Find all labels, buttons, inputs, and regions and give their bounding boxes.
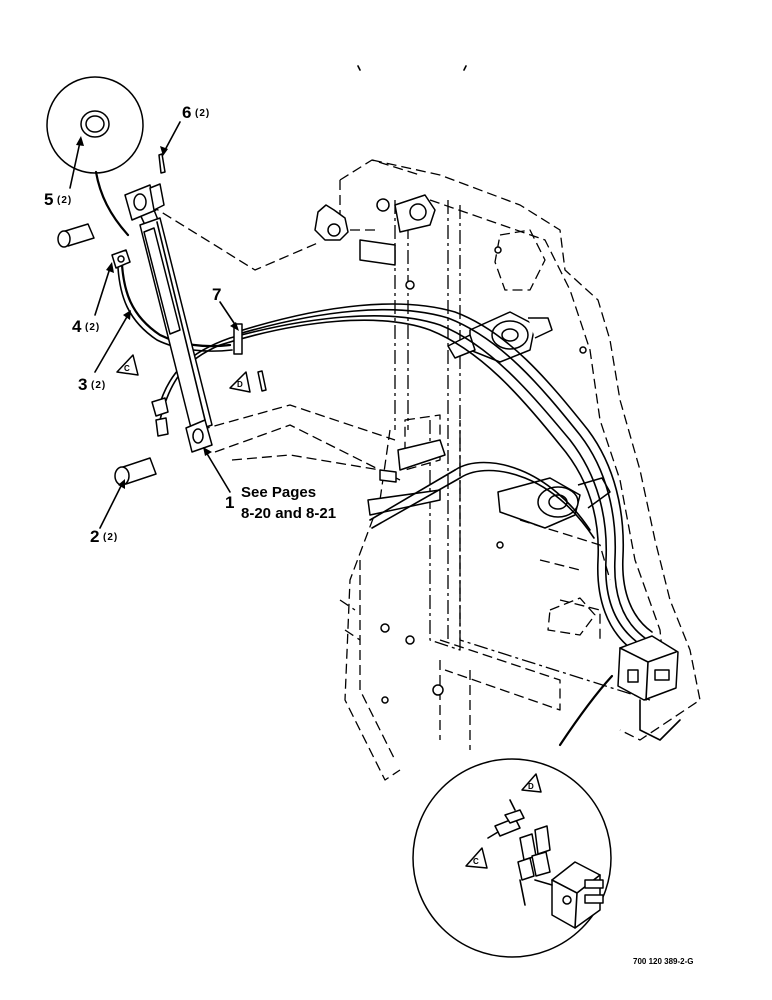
connection-tag-d-inset: D xyxy=(521,773,542,793)
callout-7: 7 xyxy=(212,285,221,304)
callout-6-qty: (2) xyxy=(195,108,210,119)
callout-1: 1 See Pages 8-20 and 8-21 xyxy=(225,484,336,522)
figure-code: 700 120 389-2-G xyxy=(633,957,694,966)
cotter-pin-lower xyxy=(257,370,267,392)
hydraulic-cylinder xyxy=(111,183,213,453)
callout-4: 4 (2) xyxy=(72,317,100,336)
clevis-pin-upper xyxy=(57,223,95,248)
machine-frame xyxy=(149,159,701,781)
callout-2: 2 (2) xyxy=(90,527,118,546)
callout-5-number: 5 xyxy=(44,190,53,209)
callout-5-qty: (2) xyxy=(57,195,72,206)
connection-tag-c-main: C xyxy=(116,354,139,376)
callout-1-note-line2: 8-20 and 8-21 xyxy=(241,505,336,522)
callout-6-number: 6 xyxy=(182,103,191,122)
connection-tag-c-inset: C xyxy=(465,847,488,869)
callout-2-qty: (2) xyxy=(103,532,118,543)
callout-3-qty: (2) xyxy=(91,380,106,391)
tag-c-inset-text: C xyxy=(473,857,479,866)
cotter-pin xyxy=(158,153,166,174)
callout-1-note-line1: See Pages xyxy=(241,484,316,501)
washer-detail-inset xyxy=(46,76,144,237)
callout-7-number: 7 xyxy=(212,285,221,304)
tag-d-text: D xyxy=(237,380,243,389)
callout-leaders xyxy=(69,121,239,529)
callout-2-number: 2 xyxy=(90,527,99,546)
tag-c-text: C xyxy=(124,364,130,373)
callout-5: 5 (2) xyxy=(44,190,72,209)
callout-6: 6 (2) xyxy=(182,103,210,122)
hydraulic-hose-bundle xyxy=(117,263,653,649)
valve-detail-inset xyxy=(412,758,612,958)
callout-1-number: 1 xyxy=(225,493,234,512)
connection-tag-d-main: D xyxy=(229,371,251,393)
callout-4-qty: (2) xyxy=(85,322,100,333)
callout-3: 3 (2) xyxy=(78,375,106,394)
valve-detail-leader xyxy=(558,674,614,747)
clevis-pin-lower xyxy=(114,457,157,486)
scan-mark xyxy=(357,65,467,71)
callout-3-number: 3 xyxy=(78,375,87,394)
callout-4-number: 4 xyxy=(72,317,82,336)
valve-block xyxy=(617,635,681,741)
tag-d-inset-text: D xyxy=(528,782,534,791)
